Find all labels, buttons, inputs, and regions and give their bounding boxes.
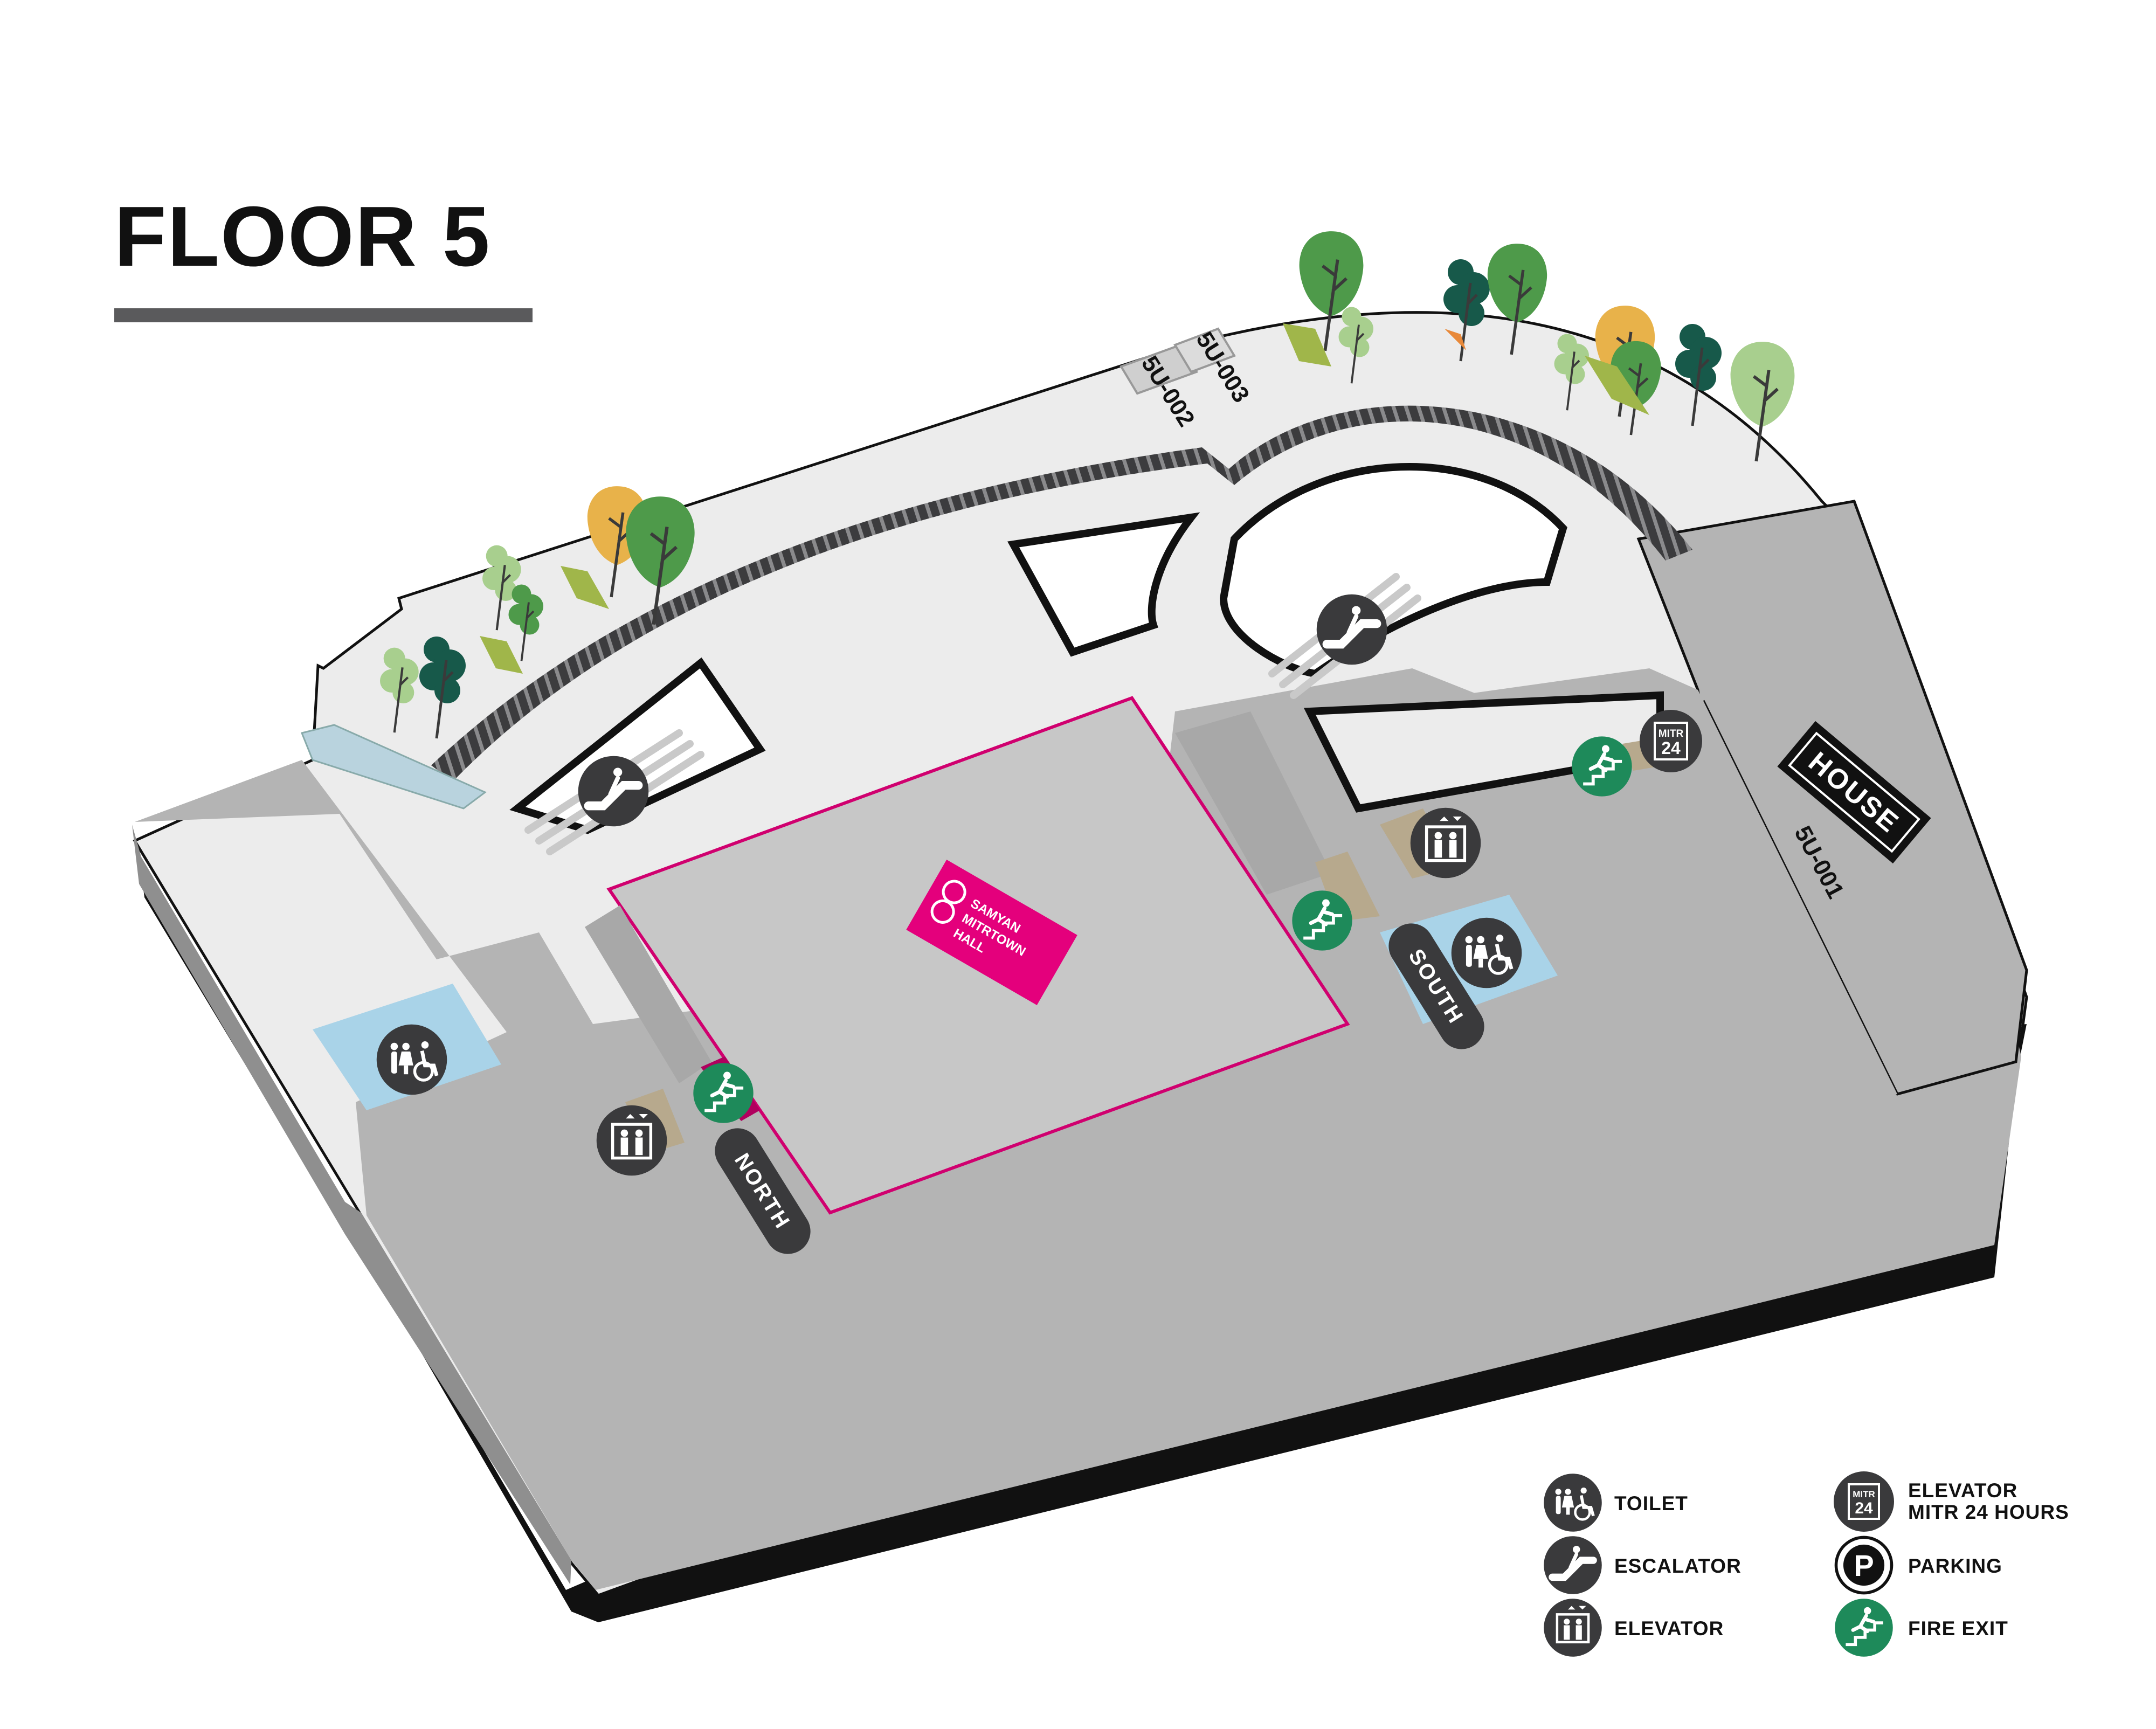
hall-brand-sign: SAMYAN MITRTOWN HALL [906,860,1077,1005]
toilet-icon[interactable] [377,1025,447,1095]
escalator-icon[interactable] [1317,594,1387,665]
glass-bridge [300,724,487,810]
legend-escalator-icon [1544,1536,1602,1594]
legend-fire-exit-label: FIRE EXIT [1908,1617,2008,1640]
legend-badge-line2: 24 [1855,1499,1873,1517]
fire-exit-icon[interactable] [1572,736,1632,796]
legend-parking-label: PARKING [1908,1555,2002,1577]
legend-elevator-24-label: ELEVATOR [1908,1479,2017,1502]
atrium-voids [509,463,1567,834]
legend-elevator-label: ELEVATOR [1614,1617,1724,1640]
title-underline [114,308,533,322]
legend-elevator-icon [1544,1599,1602,1657]
elevator-24-badge-line1: MITR [1659,728,1684,739]
trees-west-terrace [380,486,695,738]
legend-elevator-24-label2: MITR 24 HOURS [1908,1501,2069,1523]
floor-title: FLOOR 5 [114,189,491,284]
legend-escalator-label: ESCALATOR [1614,1555,1742,1577]
elevator-24-badge-line2: 24 [1661,738,1681,758]
legend-elevator-24-icon: MITR 24 [1834,1471,1894,1532]
elevator-icon[interactable] [1411,808,1481,879]
fire-exit-icon[interactable] [693,1063,753,1123]
retail-units [132,500,2028,1590]
legend-fire-exit-icon [1835,1599,1893,1657]
legend-toilet-icon [1544,1474,1602,1532]
grand-stairs [431,405,1692,781]
escalator-icon[interactable] [578,756,649,827]
legend-badge-line1: MITR [1853,1489,1875,1499]
toilet-icon[interactable] [1452,918,1522,988]
fire-exit-icon[interactable] [1292,890,1352,950]
trees-north-terrace [1283,231,1794,461]
map-legend: TOILET ESCALATOR ELEVATOR MITR 24 ELEVAT… [1544,1471,2069,1657]
legend-parking-icon [1836,1537,1891,1593]
legend-toilet-label: TOILET [1614,1492,1688,1514]
elevator-icon[interactable] [597,1105,667,1176]
elevator-24-icon[interactable]: MITR 24 [1640,710,1702,772]
